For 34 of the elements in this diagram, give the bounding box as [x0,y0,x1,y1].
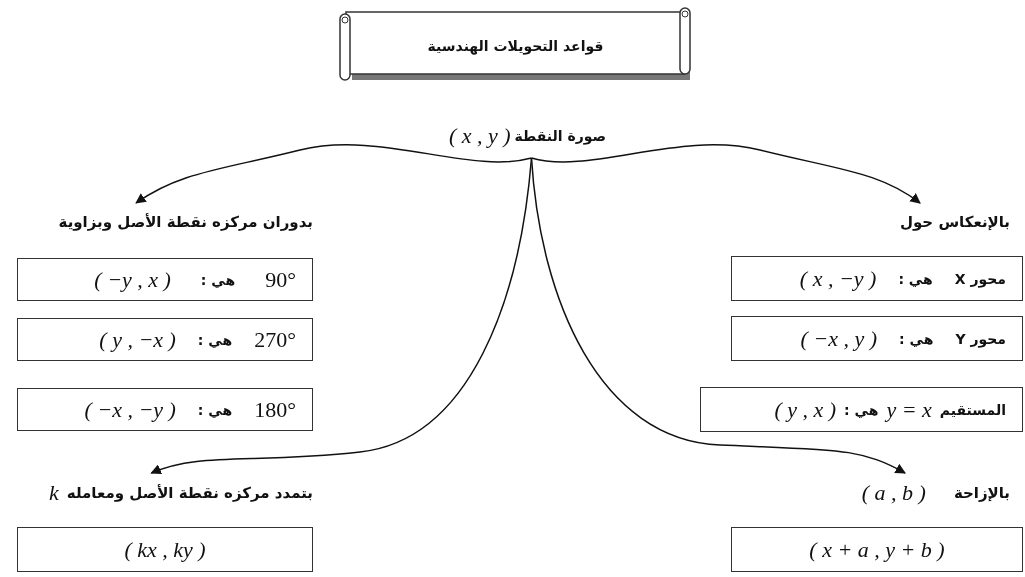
heading-text: بدوران مركزه نقطة الأصل وبزاوية [58,213,313,231]
formula-text: ( −x , y ) [800,325,878,352]
label-text: محور Y [955,330,1006,347]
formula-text: ( x , −y ) [799,265,877,292]
label-text: محور X [954,270,1006,287]
curved-arrow [530,144,921,204]
formula-text: ( −x , −y ) [84,396,176,423]
curved-arrow [135,144,533,204]
label-text: هي : [898,270,933,287]
heading-text: بالإنعكاس حول [899,213,1010,231]
angle-text: 90° [265,266,296,293]
label-text: هي : [899,330,934,347]
formula-text: ( −y , x ) [94,266,171,293]
angle-text: 180° [254,396,296,423]
formula-text: k [49,480,59,506]
curved-arrow [150,157,533,475]
label-text: هي : [200,271,236,288]
formula-text: ( kx , ky ) [124,536,206,563]
title-text: قواعد التحويلات الهندسية [427,38,604,54]
heading-text: بالإزاحة [953,484,1010,502]
formula-text: ( y , x ) [774,396,837,423]
label-text: هي : [844,401,879,418]
label-text: المستقيم [939,401,1006,418]
formula-text: ( x + a , y + b ) [809,536,945,563]
heading-text: صورة النقطة [514,128,607,144]
heading-text: بتمدد مركزه نقطة الأصل ومعامله [66,484,313,502]
formula-text: ( x , y ) [448,123,511,149]
label-text: هي : [197,401,233,418]
curved-arrow [530,157,906,474]
formula-text: ( a , b ) [861,480,926,506]
label-text: هي : [197,331,233,348]
formula-text: y = x [886,396,932,423]
angle-text: 270° [254,326,296,353]
formula-text: ( y , −x ) [99,326,176,353]
